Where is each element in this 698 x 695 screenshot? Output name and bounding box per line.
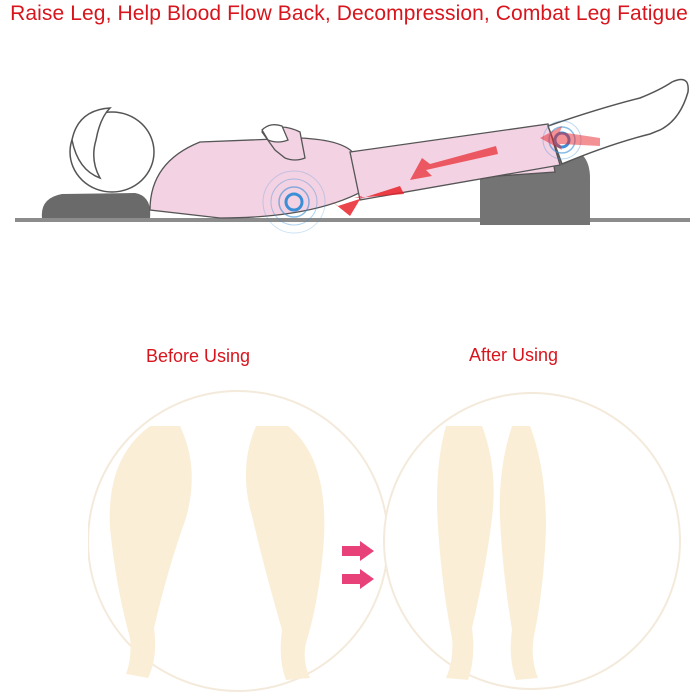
blood-flow-arrows	[330, 126, 600, 216]
swollen-legs	[109, 426, 325, 680]
before-using-label: Before Using	[146, 346, 251, 366]
pink-arrow-icon	[342, 541, 374, 561]
headline: Raise Leg, Help Blood Flow Back, Decompr…	[10, 2, 688, 25]
slim-legs	[437, 426, 546, 680]
head-pillow	[41, 193, 151, 218]
hand	[261, 124, 289, 143]
floor-line	[15, 218, 690, 222]
after-legs-circle	[383, 392, 681, 690]
lying-person-illustration	[15, 78, 690, 234]
pink-arrow-icon	[342, 569, 374, 589]
before-legs-circle	[88, 390, 388, 692]
hair	[71, 107, 112, 180]
knee-ripple	[262, 170, 326, 234]
after-using-label: After Using	[469, 345, 559, 365]
